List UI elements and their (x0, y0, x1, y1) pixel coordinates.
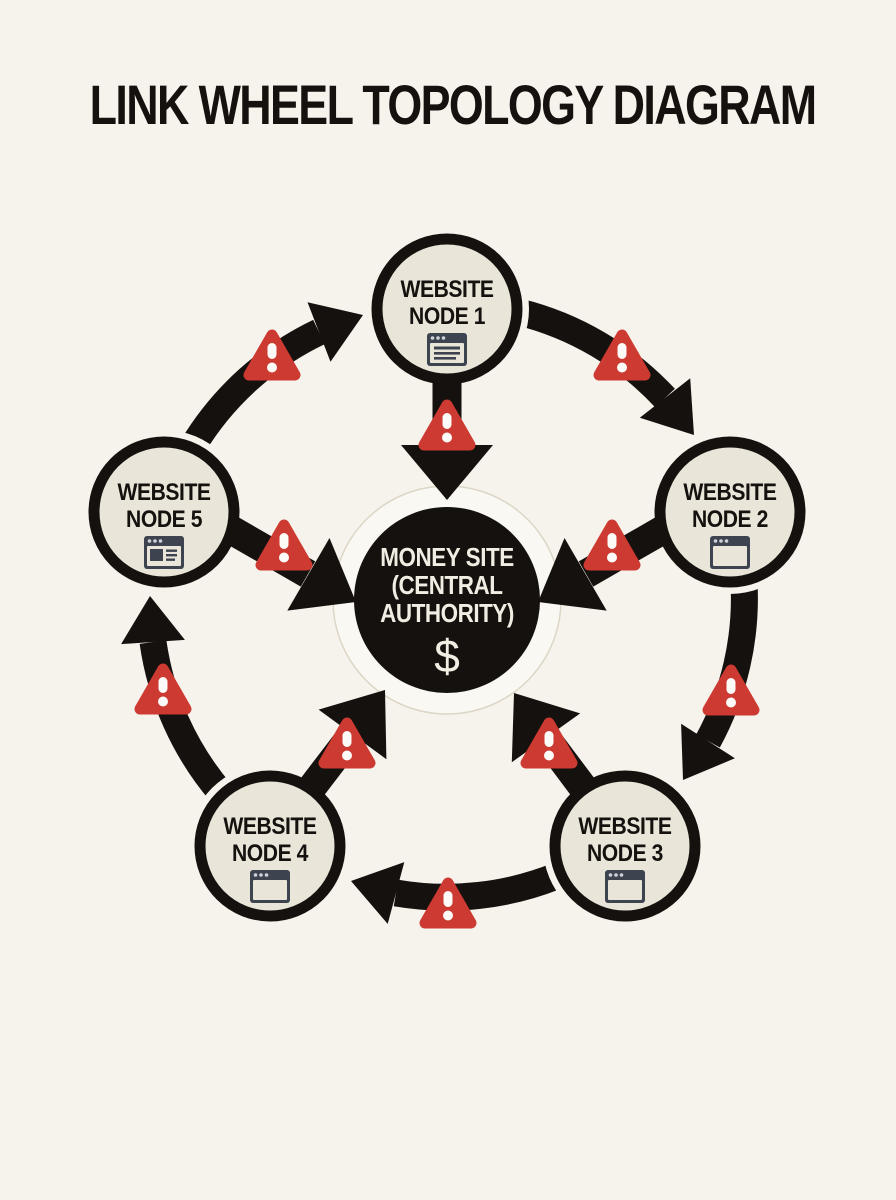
svg-text:WEBSITE: WEBSITE (683, 479, 776, 506)
arrowhead (401, 445, 493, 500)
website-node-5: WEBSITE NODE 5 (88, 436, 240, 588)
svg-text:WEBSITE: WEBSITE (400, 276, 493, 303)
arrowhead (681, 723, 735, 780)
node-circle (654, 436, 806, 588)
dollar-sign-icon: $ (434, 630, 460, 682)
page-title: LINK WHEEL TOPOLOGY DIAGRAM (89, 73, 818, 136)
svg-text:NODE 4: NODE 4 (232, 840, 309, 867)
svg-text:AUTHORITY): AUTHORITY) (380, 600, 514, 629)
arrowhead (287, 538, 356, 611)
svg-text:NODE 1: NODE 1 (409, 303, 485, 330)
warning-triangle-icon (261, 525, 307, 565)
arrowhead (351, 862, 405, 924)
browser-window-text-icon (427, 333, 467, 366)
website-node-3: WEBSITE NODE 3 (549, 770, 701, 922)
arrowhead (538, 538, 607, 611)
ring-arrow-node2-to-node3 (681, 582, 758, 780)
ring-arrow-node1-to-node2 (515, 298, 694, 435)
node-circle (194, 770, 346, 922)
money-site-circle (354, 507, 540, 693)
svg-text:WEBSITE: WEBSITE (117, 479, 210, 506)
warning-triangle-icon (424, 405, 470, 445)
browser-window-icon (710, 536, 750, 569)
ring-arrow-node3-to-node4 (351, 862, 565, 924)
browser-window-icon (250, 870, 290, 903)
browser-window-icon (605, 870, 645, 903)
money-site-label: MONEY SITE (CENTRAL AUTHORITY) $ (380, 544, 515, 682)
svg-text:(CENTRAL: (CENTRAL (392, 572, 503, 601)
node-circle (371, 233, 523, 385)
website-node-1: WEBSITE NODE 1 (371, 233, 523, 385)
svg-text:NODE 2: NODE 2 (692, 506, 768, 533)
svg-text:MONEY SITE: MONEY SITE (380, 544, 514, 573)
node-circle (88, 436, 240, 588)
arrowhead (121, 596, 185, 645)
arrowhead (307, 302, 363, 362)
svg-text:WEBSITE: WEBSITE (223, 813, 316, 840)
svg-text:NODE 5: NODE 5 (126, 506, 202, 533)
warning-triangle-icon (589, 525, 635, 565)
node-circle (549, 770, 701, 922)
ring-arrows (121, 298, 758, 924)
website-node-4: WEBSITE NODE 4 (194, 770, 346, 922)
website-node-2: WEBSITE NODE 2 (654, 436, 806, 588)
svg-text:NODE 3: NODE 3 (587, 840, 663, 867)
svg-text:WEBSITE: WEBSITE (578, 813, 671, 840)
ring-arrow-node4-to-node5 (121, 596, 232, 802)
arrowhead (639, 378, 694, 435)
browser-window-image-icon (144, 536, 184, 569)
